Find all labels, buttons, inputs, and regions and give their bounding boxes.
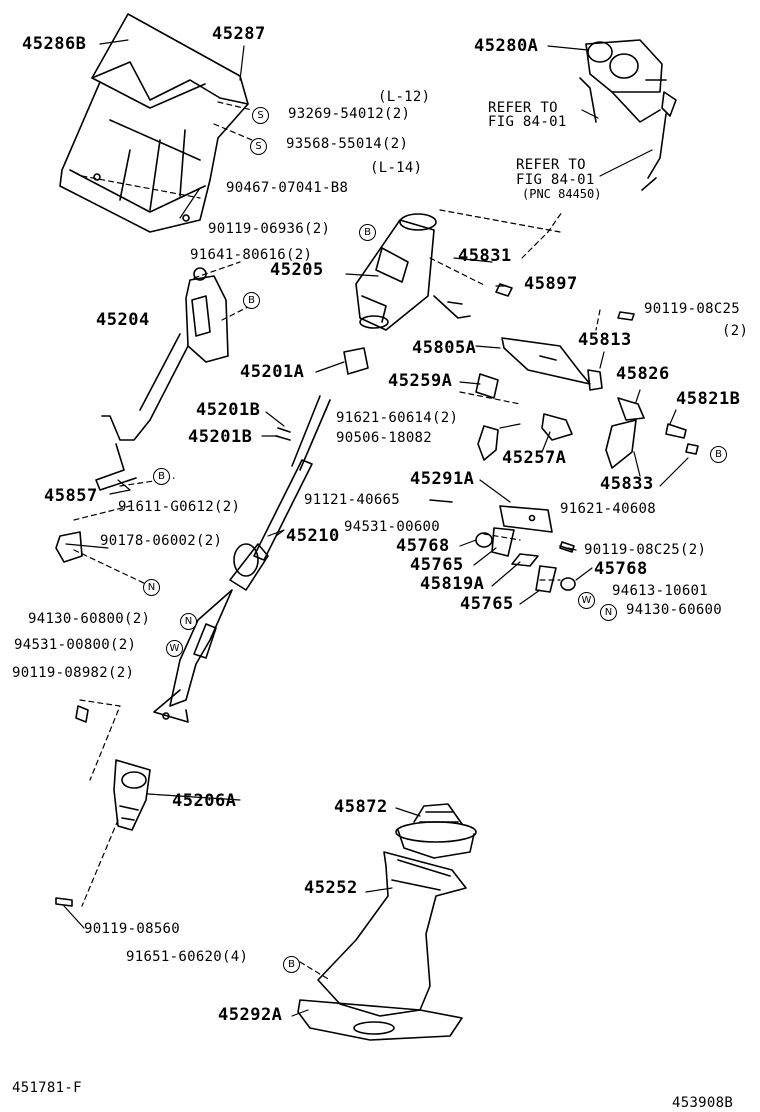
marker-n-1: N <box>143 579 160 596</box>
column-cover-drawing <box>59 13 249 233</box>
note-l12: (L-12) <box>378 89 431 105</box>
part-45201A: 45201A <box>240 362 305 382</box>
part-91641-80616: 91641-80616(2) <box>190 247 313 263</box>
note-l14: (L-14) <box>370 160 423 176</box>
marker-w-2: W <box>166 640 183 657</box>
part-90506-18082: 90506-18082 <box>336 430 433 446</box>
part-45872: 45872 <box>334 797 388 817</box>
marker-s-1: S <box>252 107 269 124</box>
part-93269-54012: 93269-54012(2) <box>288 106 411 122</box>
part-91621-60614: 91621-60614(2) <box>336 410 459 426</box>
boot-drawing <box>395 803 477 859</box>
part-90467-07041-B8: 90467-07041-B8 <box>226 180 349 196</box>
column-tube-drawing <box>355 213 437 331</box>
part-45831: 45831 <box>458 246 512 266</box>
marker-b-2: B <box>243 292 260 309</box>
universal-joint-drawing <box>113 759 151 831</box>
part-45765-2: 45765 <box>460 594 514 614</box>
part-45805A: 45805A <box>412 338 477 358</box>
steering-shaft-drawing <box>153 395 331 723</box>
part-45257A: 45257A <box>502 448 567 468</box>
part-45291A: 45291A <box>410 469 475 489</box>
column-bracket-drawing <box>95 267 229 491</box>
part-94130-60800: 94130-60800(2) <box>28 611 151 627</box>
part-45201B-2: 45201B <box>188 427 253 447</box>
part-45833: 45833 <box>600 474 654 494</box>
part-45857: 45857 <box>44 486 98 506</box>
refer-to-2: REFER TO <box>516 157 586 173</box>
part-45280A: 45280A <box>474 36 539 56</box>
part-91611-G0612: 91611-G0612(2) <box>118 499 241 515</box>
part-45813: 45813 <box>578 330 632 350</box>
refer-fig-2: FIG 84-01 <box>516 172 595 188</box>
part-45201B-1: 45201B <box>196 400 261 420</box>
refer-fig-1: FIG 84-01 <box>488 114 567 130</box>
part-90119-08560: 90119-08560 <box>84 921 181 937</box>
marker-s-2: S <box>250 138 267 155</box>
part-45819A: 45819A <box>420 574 485 594</box>
part-45292A: 45292A <box>218 1005 283 1025</box>
part-45286B: 45286B <box>22 34 87 54</box>
part-45252: 45252 <box>304 878 358 898</box>
marker-n-2: N <box>600 604 617 621</box>
part-45897: 45897 <box>524 274 578 294</box>
part-45821B: 45821B <box>676 389 741 409</box>
refer-pnc: (PNC 84450) <box>522 187 602 201</box>
part-45768-2: 45768 <box>594 559 648 579</box>
marker-b-4: B <box>153 468 170 485</box>
small-parts-drawing <box>55 283 699 907</box>
marker-b-3: B <box>710 446 727 463</box>
part-90119-08C25-2: 90119-08C25(2) <box>584 542 707 558</box>
part-45765-1: 45765 <box>410 555 464 575</box>
part-90119-08C25: 90119-08C25 <box>644 301 741 317</box>
part-45206A: 45206A <box>172 791 237 811</box>
part-91651-60620: 91651-60620(4) <box>126 949 249 965</box>
lower-boot-drawing <box>297 851 467 1041</box>
part-90119-08982: 90119-08982(2) <box>12 665 135 681</box>
part-45287: 45287 <box>212 24 266 44</box>
part-91121-40665: 91121-40665 <box>304 492 401 508</box>
refer-to-1: REFER TO <box>488 100 558 116</box>
part-45210: 45210 <box>286 526 340 546</box>
diagram-code-left: 451781-F <box>12 1080 82 1096</box>
part-45768-1: 45768 <box>396 536 450 556</box>
ignition-switch-drawing <box>579 39 677 191</box>
part-94613-10601: 94613-10601 <box>612 583 709 599</box>
part-45259A: 45259A <box>388 371 453 391</box>
part-45204: 45204 <box>96 310 150 330</box>
part-94531-00800: 94531-00800(2) <box>14 637 137 653</box>
part-94531-00600: 94531-00600 <box>344 519 441 535</box>
part-90178-06002: 90178-06002(2) <box>100 533 223 549</box>
part-90119-06936: 90119-06936(2) <box>208 221 331 237</box>
part-93568-55014: 93568-55014(2) <box>286 136 409 152</box>
marker-w-1: W <box>578 592 595 609</box>
part-45826: 45826 <box>616 364 670 384</box>
marker-b-1: B <box>359 224 376 241</box>
diagram-code-right: 453908B <box>672 1095 734 1111</box>
part-94130-60600: 94130-60600 <box>626 602 723 618</box>
qty-2: (2) <box>722 323 749 339</box>
part-91621-40608: 91621-40608 <box>560 501 657 517</box>
marker-n-3: N <box>180 613 197 630</box>
marker-b-5: B <box>283 956 300 973</box>
part-45205: 45205 <box>270 260 324 280</box>
